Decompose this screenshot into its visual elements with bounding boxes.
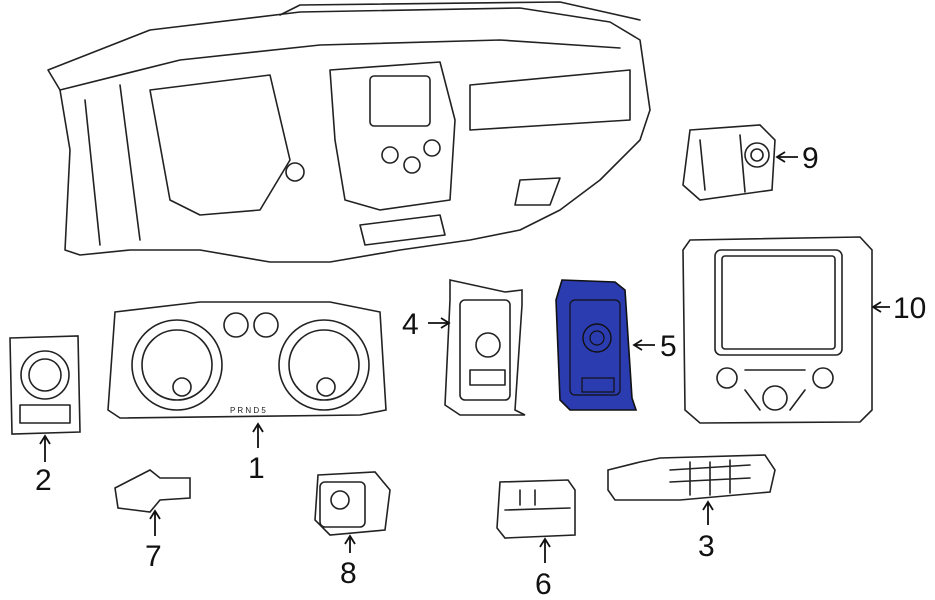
dashboard-assembly <box>47 1 651 263</box>
callout-3: 3 <box>698 530 715 563</box>
callout-arrows <box>39 151 890 563</box>
callout-6: 6 <box>535 568 552 600</box>
part-7-bracket <box>114 469 191 513</box>
part-9-switch-module <box>682 124 776 201</box>
callout-5: 5 <box>660 330 677 363</box>
callout-9: 9 <box>802 142 819 175</box>
part-10-radio-display <box>682 236 873 424</box>
callout-8: 8 <box>340 557 357 590</box>
part-4-control-module <box>444 279 526 416</box>
part-3-switch-bank <box>607 454 776 501</box>
callout-4: 4 <box>402 308 419 341</box>
callout-1: 1 <box>248 452 265 485</box>
callout-2: 2 <box>35 464 52 497</box>
callout-7: 7 <box>145 540 162 573</box>
part-5-control-module-highlighted <box>555 279 638 411</box>
part-8-switch <box>314 471 391 536</box>
part-1-instrument-cluster: P R N D 5 <box>107 301 387 419</box>
part-2-headlamp-switch <box>9 335 81 435</box>
gear-indicator-text: P R N D 5 <box>230 406 266 415</box>
part-6-switch-bezel <box>496 479 576 539</box>
callout-10: 10 <box>893 292 926 325</box>
